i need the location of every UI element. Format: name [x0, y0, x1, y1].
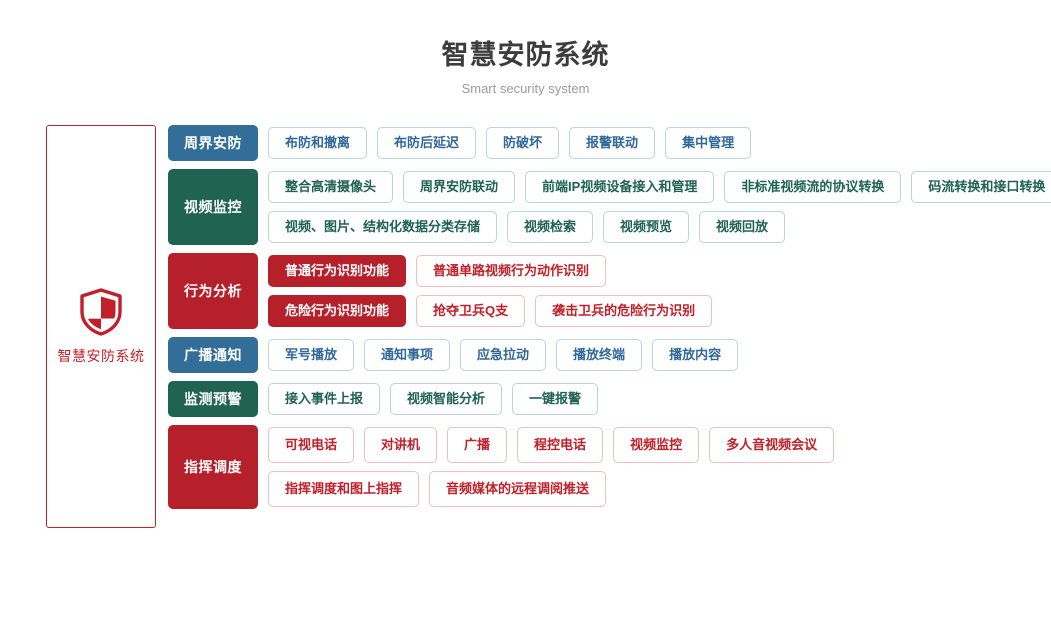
feature-chip[interactable]: 布防后延迟	[377, 127, 477, 159]
feature-chip[interactable]: 一键报警	[512, 383, 599, 415]
item-line: 整合高清摄像头周界安防联动前端IP视频设备接入和管理非标准视频流的协议转换码流转…	[268, 171, 1051, 203]
category-label-2[interactable]: 视频监控	[168, 169, 258, 245]
feature-chip[interactable]: 可视电话	[268, 427, 355, 463]
category-items: 接入事件上报视频智能分析一键报警	[268, 381, 1051, 417]
architecture-board: 智慧安防系统 周界安防布防和撤离布防后延迟防破坏报警联动集中管理视频监控整合高清…	[0, 125, 1051, 528]
feature-chip[interactable]: 接入事件上报	[268, 383, 381, 415]
feature-chip[interactable]: 普通单路视频行为动作识别	[416, 255, 607, 287]
item-line: 可视电话对讲机广播程控电话视频监控多人音视频会议	[268, 427, 1051, 463]
item-line: 普通行为识别功能普通单路视频行为动作识别	[268, 255, 1051, 287]
page-header: 智慧安防系统 Smart security system	[0, 0, 1051, 98]
feature-chip[interactable]: 视频检索	[507, 211, 594, 243]
item-line: 接入事件上报视频智能分析一键报警	[268, 383, 1051, 415]
category-row: 行为分析普通行为识别功能普通单路视频行为动作识别危险行为识别功能抢夺卫兵Q支袭击…	[168, 253, 1051, 329]
feature-chip[interactable]: 程控电话	[517, 427, 604, 463]
category-row: 视频监控整合高清摄像头周界安防联动前端IP视频设备接入和管理非标准视频流的协议转…	[168, 169, 1051, 245]
feature-chip[interactable]: 整合高清摄像头	[268, 171, 394, 203]
feature-chip[interactable]: 视频监控	[613, 427, 700, 463]
feature-chip[interactable]: 通知事项	[364, 339, 451, 371]
feature-chip[interactable]: 播放终端	[556, 339, 643, 371]
category-items: 军号播放通知事项应急拉动播放终端播放内容	[268, 337, 1051, 373]
feature-chip[interactable]: 袭击卫兵的危险行为识别	[535, 295, 713, 327]
item-line: 指挥调度和图上指挥音频媒体的远程调阅推送	[268, 471, 1051, 507]
feature-chip[interactable]: 指挥调度和图上指挥	[268, 471, 420, 507]
item-line: 布防和撤离布防后延迟防破坏报警联动集中管理	[268, 127, 1051, 159]
feature-chip[interactable]: 多人音视频会议	[709, 427, 835, 463]
feature-chip[interactable]: 视频智能分析	[390, 383, 503, 415]
feature-chip[interactable]: 普通行为识别功能	[268, 255, 407, 287]
page-subtitle: Smart security system	[461, 81, 590, 96]
category-label-6[interactable]: 指挥调度	[168, 425, 258, 509]
category-row: 广播通知军号播放通知事项应急拉动播放终端播放内容	[168, 337, 1051, 373]
category-row: 周界安防布防和撤离布防后延迟防破坏报警联动集中管理	[168, 125, 1051, 161]
feature-chip[interactable]: 视频、图片、结构化数据分类存储	[268, 211, 498, 243]
item-line: 危险行为识别功能抢夺卫兵Q支袭击卫兵的危险行为识别	[268, 295, 1051, 327]
feature-chip[interactable]: 音频媒体的远程调阅推送	[429, 471, 607, 507]
feature-chip[interactable]: 周界安防联动	[403, 171, 516, 203]
shield-icon	[80, 287, 122, 336]
feature-chip[interactable]: 危险行为识别功能	[268, 295, 407, 327]
item-line: 军号播放通知事项应急拉动播放终端播放内容	[268, 339, 1051, 371]
feature-chip[interactable]: 播放内容	[652, 339, 739, 371]
brand-label: 智慧安防系统	[57, 347, 145, 364]
category-items: 布防和撤离布防后延迟防破坏报警联动集中管理	[268, 125, 1051, 161]
feature-chip[interactable]: 广播	[447, 427, 508, 463]
feature-chip[interactable]: 集中管理	[665, 127, 752, 159]
category-row: 监测预警接入事件上报视频智能分析一键报警	[168, 381, 1051, 417]
category-label-3[interactable]: 行为分析	[168, 253, 258, 329]
feature-chip[interactable]: 前端IP视频设备接入和管理	[525, 171, 715, 203]
feature-chip[interactable]: 码流转换和接口转换	[911, 171, 1051, 203]
category-items: 整合高清摄像头周界安防联动前端IP视频设备接入和管理非标准视频流的协议转换码流转…	[268, 169, 1051, 245]
category-items: 可视电话对讲机广播程控电话视频监控多人音视频会议指挥调度和图上指挥音频媒体的远程…	[268, 425, 1051, 509]
feature-chip[interactable]: 军号播放	[268, 339, 355, 371]
category-row: 指挥调度可视电话对讲机广播程控电话视频监控多人音视频会议指挥调度和图上指挥音频媒…	[168, 425, 1051, 509]
feature-chip[interactable]: 应急拉动	[460, 339, 547, 371]
feature-chip[interactable]: 报警联动	[569, 127, 656, 159]
category-label-4[interactable]: 广播通知	[168, 337, 258, 373]
feature-chip[interactable]: 防破坏	[486, 127, 560, 159]
page-title: 智慧安防系统	[441, 40, 610, 70]
category-label-1[interactable]: 周界安防	[168, 125, 258, 161]
category-rows: 周界安防布防和撤离布防后延迟防破坏报警联动集中管理视频监控整合高清摄像头周界安防…	[168, 125, 1051, 517]
feature-chip[interactable]: 对讲机	[364, 427, 438, 463]
feature-chip[interactable]: 视频回放	[699, 211, 786, 243]
category-label-5[interactable]: 监测预警	[168, 381, 258, 417]
category-items: 普通行为识别功能普通单路视频行为动作识别危险行为识别功能抢夺卫兵Q支袭击卫兵的危…	[268, 253, 1051, 329]
feature-chip[interactable]: 非标准视频流的协议转换	[724, 171, 902, 203]
feature-chip[interactable]: 布防和撤离	[268, 127, 368, 159]
item-line: 视频、图片、结构化数据分类存储视频检索视频预览视频回放	[268, 211, 1051, 243]
brand-panel: 智慧安防系统	[46, 125, 156, 528]
feature-chip[interactable]: 抢夺卫兵Q支	[416, 295, 526, 327]
feature-chip[interactable]: 视频预览	[603, 211, 690, 243]
